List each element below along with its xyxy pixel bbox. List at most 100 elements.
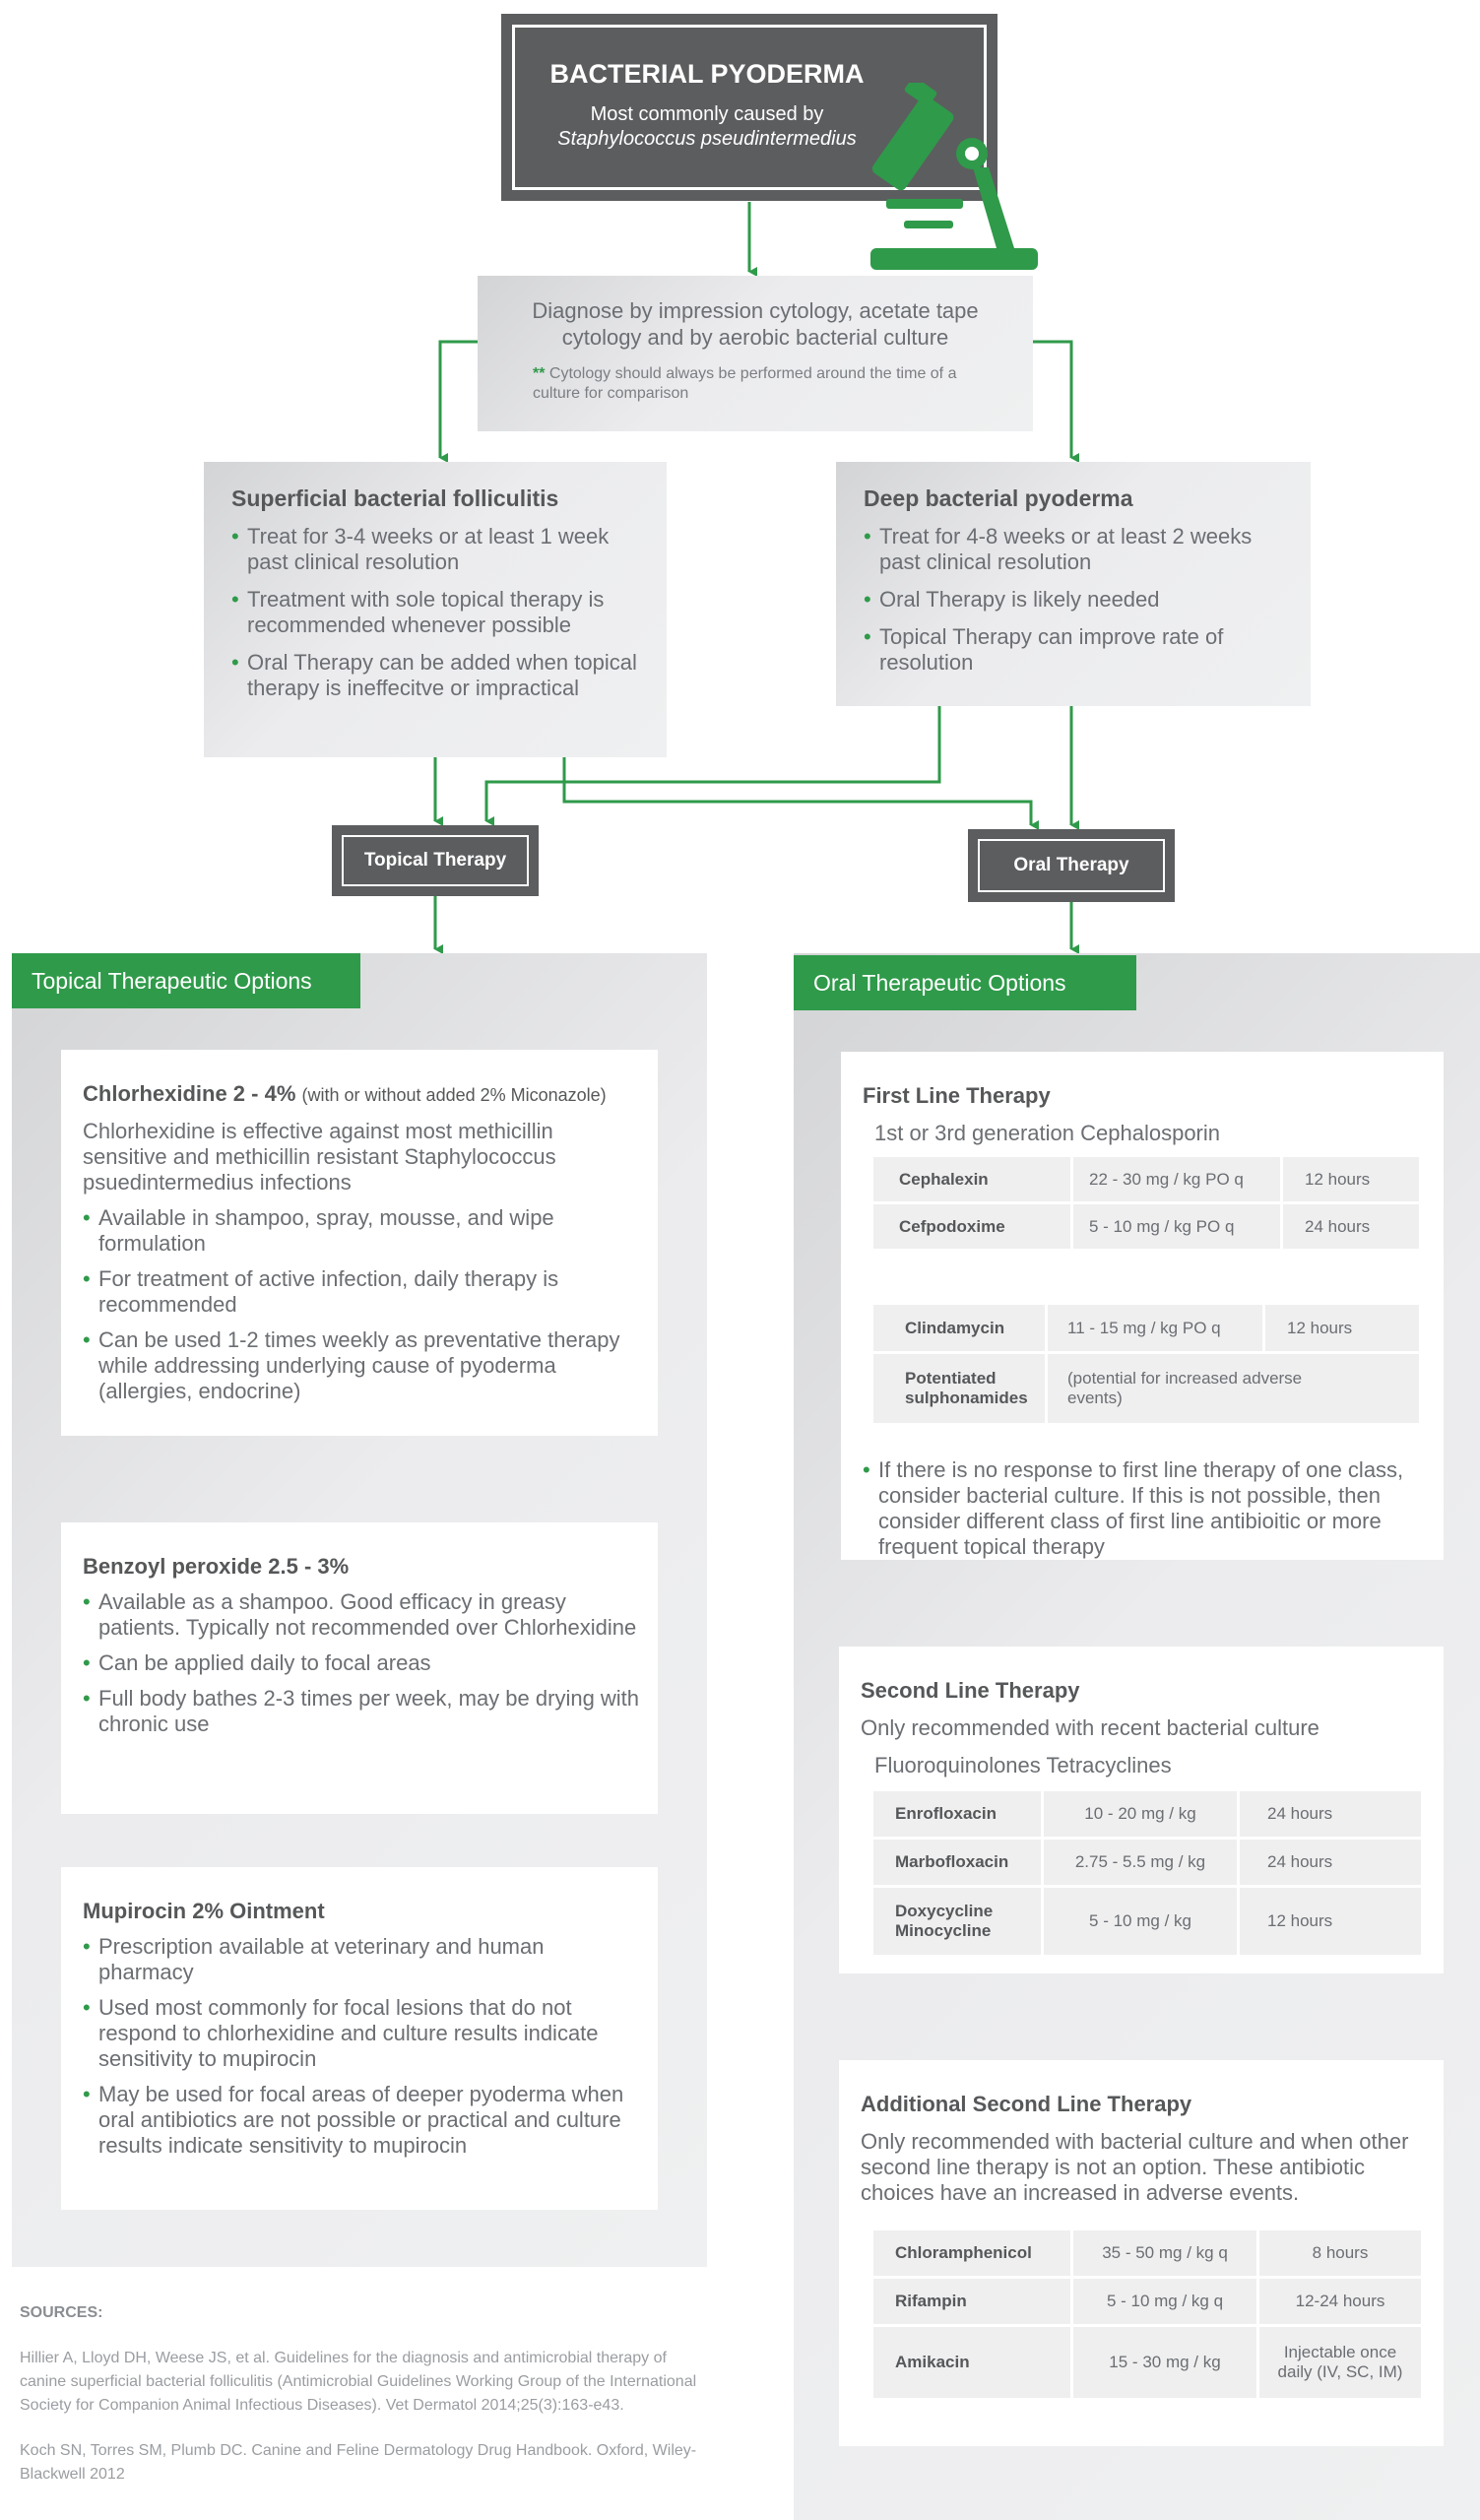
oral-therapy-label: Oral Therapy [978,839,1165,892]
note-marker: ** [533,365,546,382]
additional-table: Chloramphenicol 35 - 50 mg / kg q 8 hour… [870,2228,1424,2401]
list-item: Full body bathes 2-3 times per week, may… [83,1686,640,1737]
second-line-desc: Only recommended with recent bacterial c… [861,1715,1319,1740]
drug-dose: 5 - 10 mg / kg [1044,1888,1237,1955]
chlorhexidine-list: Available in shampoo, spray, mousse, and… [83,1205,640,1404]
drug-name: Cephalexin [873,1157,1070,1201]
table-row: Marbofloxacin 2.75 - 5.5 mg / kg 24 hour… [873,1840,1421,1885]
drug-frequency: 12 hours [1240,1888,1421,1955]
list-item: Oral Therapy is likely needed [864,587,1287,613]
list-item: Treat for 4-8 weeks or at least 2 weeks … [864,524,1287,575]
mupirocin-card: Mupirocin 2% Ointment Prescription avail… [61,1867,658,2210]
list-item: Oral Therapy can be added when topical t… [231,650,643,701]
mupirocin-list: Prescription available at veterinary and… [83,1934,640,2159]
oral-options-panel: Oral Therapeutic Options First Line Ther… [794,953,1480,2520]
first-line-table-2: Clindamycin 11 - 15 mg / kg PO q 12 hour… [870,1302,1422,1426]
chlorhexidine-note: (with or without added 2% Miconazole) [301,1085,607,1105]
chlorhexidine-title: Chlorhexidine 2 - 4% (with or without ad… [83,1081,640,1107]
additional-second-line-card: Additional Second Line Therapy Only reco… [839,2060,1444,2446]
drug-name: Amikacin [873,2327,1070,2398]
arrow-superficial-to-oral [562,757,1039,830]
benzoyl-title: Benzoyl peroxide 2.5 - 3% [83,1554,350,1579]
topical-therapy-box: Topical Therapy [332,825,539,896]
list-item: Available as a shampoo. Good efficacy in… [83,1589,640,1641]
source-ref: Hillier A, Lloyd DH, Weese JS, et al. Gu… [20,2350,697,2414]
drug-dose: 5 - 10 mg / kg q [1073,2279,1256,2324]
drug-dose: 22 - 30 mg / kg PO q [1073,1157,1280,1201]
subtitle-line-2: Staphylococcus pseudintermedius [557,128,857,150]
benzoyl-list: Available as a shampoo. Good efficacy in… [83,1589,640,1737]
arrow-deep-to-topical [484,706,941,826]
title-frame [512,25,987,190]
drug-name: Potentiated sulphonamides [873,1354,1045,1423]
list-item: Prescription available at veterinary and… [83,1934,640,1985]
first-line-card: First Line Therapy 1st or 3rd generation… [841,1052,1444,1560]
drug-dose: 15 - 30 mg / kg [1073,2327,1256,2398]
drug-frequency: 12-24 hours [1259,2279,1421,2324]
topical-options-panel: Topical Therapeutic Options Chlorhexidin… [12,953,707,2267]
table-row: Cefpodoxime 5 - 10 mg / kg PO q 24 hours [873,1204,1419,1249]
drug-dose: 5 - 10 mg / kg PO q [1073,1204,1280,1249]
source-ref: Koch SN, Torres SM, Plumb DC. Canine and… [20,2442,697,2483]
drug-dose: 11 - 15 mg / kg PO q [1048,1305,1262,1351]
first-line-subtitle: 1st or 3rd generation Cephalosporin [874,1121,1221,1145]
diagnosis-note: ** Cytology should always be performed a… [533,364,974,404]
deep-title: Deep bacterial pyoderma [864,485,1133,511]
list-item: Can be used 1-2 times weekly as preventa… [83,1327,640,1404]
drug-frequency: 8 hours [1259,2230,1421,2276]
sources-section: SOURCES: Hillier A, Lloyd DH, Weese JS, … [20,2301,709,2487]
topical-options-header: Topical Therapeutic Options [12,953,360,1008]
list-item: May be used for focal areas of deeper py… [83,2082,640,2159]
drug-frequency: 24 hours [1240,1791,1421,1837]
deep-box: Deep bacterial pyoderma Treat for 4-8 we… [836,462,1311,706]
sources-title: SOURCES: [20,2304,103,2321]
list-item: Treat for 3-4 weeks or at least 1 week p… [231,524,643,575]
list-item: Available in shampoo, spray, mousse, and… [83,1205,640,1257]
list-item: For treatment of active infection, daily… [83,1266,640,1318]
drug-name: Rifampin [873,2279,1070,2324]
diagnosis-box: Diagnose by impression cytology, acetate… [478,276,1033,431]
table-row: Clindamycin 11 - 15 mg / kg PO q 12 hour… [873,1305,1419,1351]
mupirocin-title: Mupirocin 2% Ointment [83,1899,325,1923]
drug-note: (potential for increased adverse events) [1048,1354,1419,1423]
drug-name: Marbofloxacin [873,1840,1041,1885]
list-item: Can be applied daily to focal areas [83,1650,640,1676]
oral-therapy-box: Oral Therapy [968,829,1175,902]
topical-therapy-label: Topical Therapy [342,835,529,886]
drug-name: Doxycycline Minocycline [873,1888,1041,1955]
page-subtitle: Most commonly caused by Staphylococcus p… [501,102,913,152]
drug-frequency: 12 hours [1283,1157,1419,1201]
table-row: Chloramphenicol 35 - 50 mg / kg q 8 hour… [873,2230,1421,2276]
drug-frequency: 24 hours [1283,1204,1419,1249]
microscope-icon [870,83,1038,270]
arrow-diagnosis-to-superficial [438,340,478,463]
table-row: Rifampin 5 - 10 mg / kg q 12-24 hours [873,2279,1421,2324]
drug-name: Clindamycin [873,1305,1045,1351]
drug-frequency: Injectable once daily (IV, SC, IM) [1259,2327,1421,2398]
table-row: Cephalexin 22 - 30 mg / kg PO q 12 hours [873,1157,1419,1201]
table-row: Enrofloxacin 10 - 20 mg / kg 24 hours [873,1791,1421,1837]
drug-name: Cefpodoxime [873,1204,1070,1249]
arrow-diagnosis-to-deep [1033,340,1079,463]
deep-list: Treat for 4-8 weeks or at least 2 weeks … [864,524,1287,676]
list-item: If there is no response to first line th… [863,1457,1420,1560]
drug-dose: 35 - 50 mg / kg q [1073,2230,1256,2276]
drug-name: Enrofloxacin [873,1791,1041,1837]
page-title: BACTERIAL PYODERMA [549,59,865,89]
superficial-list: Treat for 3-4 weeks or at least 1 week p… [231,524,643,701]
table-row: Potentiated sulphonamides (potential for… [873,1354,1419,1423]
list-item: Used most commonly for focal lesions tha… [83,1995,640,2072]
superficial-box: Superficial bacterial folliculitis Treat… [204,462,667,757]
second-line-table: Enrofloxacin 10 - 20 mg / kg 24 hours Ma… [870,1788,1424,1958]
first-line-note: If there is no response to first line th… [863,1448,1420,1560]
chlorhexidine-card: Chlorhexidine 2 - 4% (with or without ad… [61,1050,658,1436]
subtitle-line-1: Most commonly caused by [590,103,824,125]
list-item: Treatment with sole topical therapy is r… [231,587,643,638]
diagnosis-text: Diagnose by impression cytology, acetate… [532,298,979,350]
superficial-title: Superficial bacterial folliculitis [231,485,559,511]
drug-dose: 10 - 20 mg / kg [1044,1791,1237,1837]
chlorhexidine-name: Chlorhexidine 2 - 4% [83,1081,296,1106]
oral-options-header: Oral Therapeutic Options [794,955,1136,1010]
second-line-card: Second Line Therapy Only recommended wit… [839,1647,1444,1973]
